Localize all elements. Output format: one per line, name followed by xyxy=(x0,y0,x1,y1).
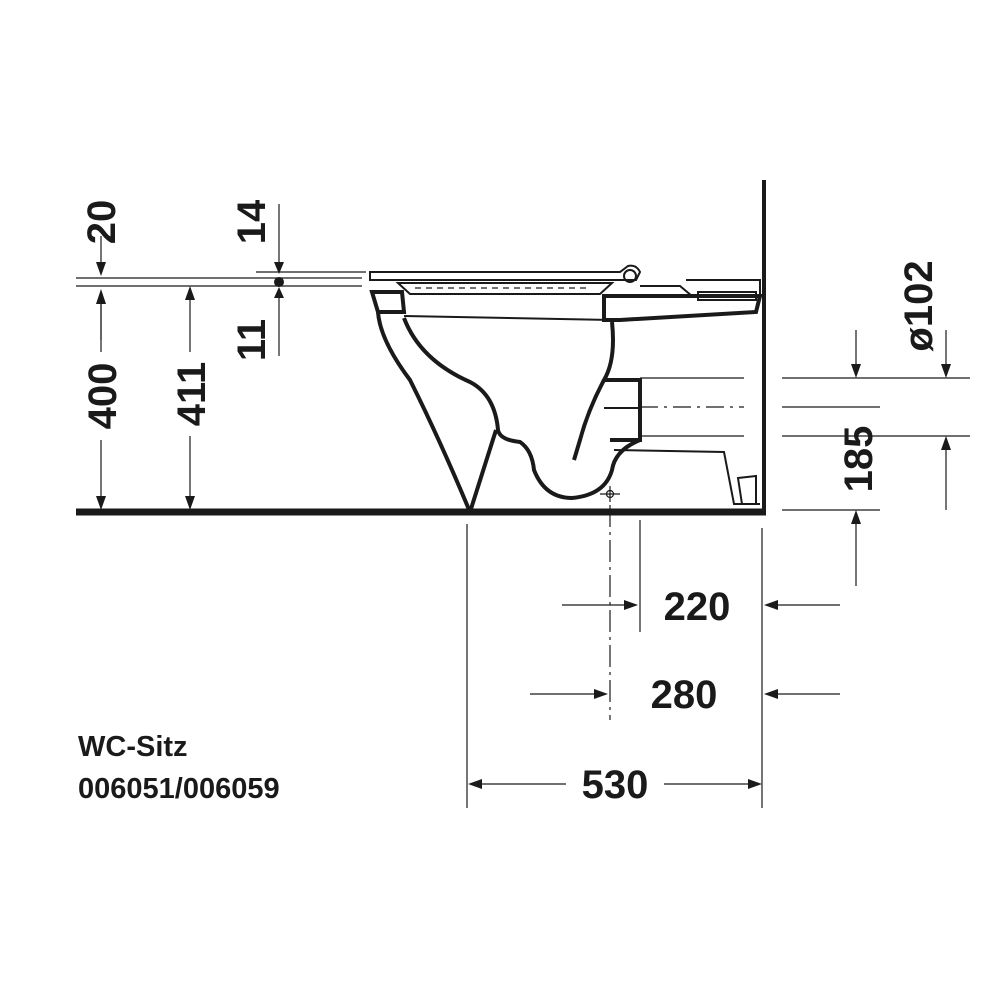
floor-and-wall xyxy=(76,180,766,516)
dim-14-11-arrows xyxy=(274,204,284,356)
dim-label-185: 185 xyxy=(837,426,881,493)
dim-102-arrows xyxy=(851,330,951,510)
foot-front xyxy=(468,429,498,513)
seat-ring xyxy=(395,282,615,295)
dim-label-20: 20 xyxy=(80,200,124,245)
fixing-point-symbol xyxy=(600,486,620,502)
dim-185-arrows xyxy=(851,510,861,586)
dim-label-530: 530 xyxy=(582,763,649,807)
dim-label-102: ø102 xyxy=(897,260,941,351)
caption-title: WC-Sitz xyxy=(78,731,188,763)
rim-inner-top xyxy=(403,315,613,321)
dim-530-arrows xyxy=(468,779,762,789)
caption-part-numbers: 006051/006059 xyxy=(78,773,280,805)
dim-label-411: 411 xyxy=(170,362,214,427)
dim-label-280: 280 xyxy=(651,673,718,717)
dim-411-arrows xyxy=(185,286,195,510)
cistern-top xyxy=(640,279,761,297)
seat-lid xyxy=(369,264,642,281)
bowl-inner xyxy=(402,317,641,501)
bowl-outer xyxy=(376,311,472,513)
dim-220-arrows xyxy=(562,600,840,610)
rim xyxy=(369,290,407,314)
dim-label-400: 400 xyxy=(81,363,125,430)
hinge xyxy=(623,269,637,283)
outlet xyxy=(604,378,642,442)
dim-label-11: 11 xyxy=(230,319,274,361)
dim-400-arrows xyxy=(96,304,106,510)
dim-label-220: 220 xyxy=(664,585,731,629)
trap-inner xyxy=(572,321,615,461)
dim-280-arrows xyxy=(530,689,840,699)
back-top xyxy=(602,294,763,322)
dim-label-14: 14 xyxy=(230,199,274,244)
toilet-body xyxy=(369,264,763,513)
rear-bracket xyxy=(736,474,757,505)
reference-lines xyxy=(76,271,970,808)
